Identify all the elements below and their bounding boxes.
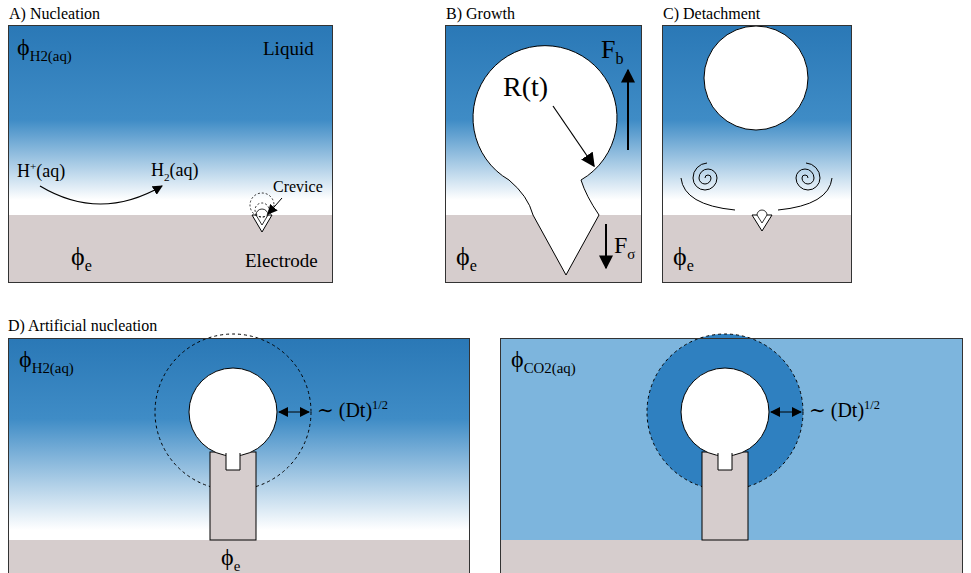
text-segment: D) Artificial nucleation [8,317,157,334]
text-segment: b [615,50,623,67]
panel-heading: D) Artificial nucleation [8,318,157,334]
text-segment: ϕ [19,346,32,372]
text-segment: Liquid [263,38,314,59]
text-segment: ϕ [511,346,524,372]
radius-arrow [553,106,594,166]
text-segment: F [601,35,615,64]
leader-arrow [268,198,282,214]
text-segment: 2 [164,171,170,183]
surface-tension-arrow [605,224,607,268]
panel: C) Detachmentϕe [662,25,852,283]
growing-bubble [473,46,617,275]
text-segment: ϕ [221,544,234,570]
pillar-notch [718,453,732,470]
text-segment: B) Growth [446,5,515,22]
nucleus-outline [255,203,269,217]
text-segment: H2(aq) [30,48,72,64]
vortex [681,163,735,210]
text-segment: ϕ [456,242,470,271]
diffusion-layer [647,334,803,490]
panel-text: Crevice [273,179,323,195]
residual-bubble [757,210,767,223]
text-segment: H [151,160,164,180]
pillar-notch [226,450,240,470]
text-segment: ∼ (Dt) [809,399,864,421]
panel: B) GrowthR(t)FbϕeFσ [445,25,642,283]
panel-text: Electrode [245,251,318,270]
buoyancy-arrow [627,70,629,150]
text-segment: 1/2 [372,398,388,412]
panel-text: ∼ (Dt)1/2 [317,399,388,420]
pillar-notch [226,453,240,470]
panel-text: R(t) [503,73,548,101]
text-segment: ϕ [71,242,85,271]
text-segment: R(t) [503,71,548,102]
text-segment: H2(aq) [32,360,74,376]
text-segment: F [614,232,627,258]
text-segment: C) Detachment [663,5,760,22]
text-segment: e [470,257,477,274]
electrode [8,215,333,283]
text-segment: + [30,160,36,172]
liquid-region [500,338,963,540]
text-segment: H [17,161,30,181]
text-segment: e [234,558,241,573]
vortex [778,163,832,210]
panel-text: H2(aq) [151,161,199,183]
panel-text: ϕe [673,244,694,274]
reaction-arrow [40,186,162,204]
text-segment: Electrode [245,250,318,271]
panel-text: ϕH2(aq) [17,35,72,64]
text-segment: e [687,257,694,274]
text-segment: Crevice [273,178,323,195]
thickness-arrow [771,412,801,413]
text-segment: (aq) [170,160,199,180]
crevice-bubble [256,209,268,225]
liquid-region [8,338,470,540]
text-segment: σ [627,246,635,262]
detached-bubble [704,26,808,130]
panel: ϕH2(aq)∼ (Dt)1/2ϕe [8,338,470,573]
electrode [8,540,470,573]
electrode [662,215,852,283]
text-segment: A) Nucleation [9,5,100,22]
panel-heading: A) Nucleation [9,6,100,22]
text-segment: (aq) [36,161,65,181]
panel: A) NucleationϕH2(aq)LiquidH+(aq)H2(aq)Cr… [8,25,333,283]
nucleus-outline [250,193,274,217]
electrode [500,540,963,573]
panel-text: Liquid [263,39,314,58]
liquid-region [8,25,333,215]
bubble [681,368,769,456]
panel-text: ϕe [456,244,477,274]
pillar-notch [718,450,732,470]
panel-heading: C) Detachment [663,6,760,22]
panel-text: Fb [601,37,624,67]
panel-text: ∼ (Dt)1/2 [809,399,880,420]
panel-text: ϕe [71,244,92,274]
text-segment: ϕ [673,242,687,271]
text-segment: CO2(aq) [524,360,576,376]
panel-text: ϕe [221,545,240,573]
panel-heading: B) Growth [446,6,515,22]
diffusion-layer [155,334,311,490]
bubble [189,368,277,456]
text-segment: e [85,257,92,274]
panel: ϕCO2(aq) ∼ (Dt)1/2 [500,338,963,573]
panel-text: Fσ [614,233,635,262]
text-segment: 1/2 [864,398,880,412]
panel-text: ϕCO2(aq) [511,347,576,376]
text-segment: ∼ (Dt) [317,399,372,421]
panel-text: H+(aq) [17,161,65,180]
liquid-region [662,25,852,215]
thickness-arrow [279,412,309,413]
text-segment: ϕ [17,34,30,60]
panel-text: ϕH2(aq) [19,347,74,376]
